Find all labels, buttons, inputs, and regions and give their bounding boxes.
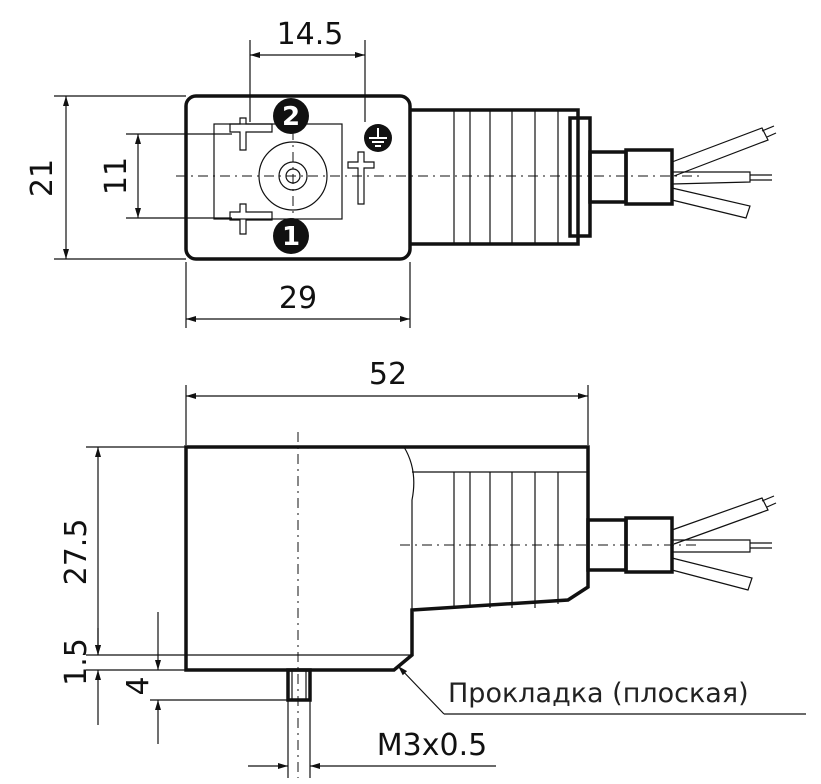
- dimension-length-side-label: 52: [369, 357, 407, 392]
- ground-icon: [364, 124, 392, 152]
- contact-block: [213, 123, 343, 220]
- dimension-pin-vertical: 11: [99, 133, 232, 219]
- fixing-screw: [286, 668, 312, 702]
- gasket-label: Прокладка (плоская): [448, 678, 749, 709]
- dimension-gasket-thickness-label: 1.5: [59, 638, 94, 686]
- dimension-length-side: 52: [185, 357, 589, 445]
- top-view: 2 1 14.5 21 11: [25, 17, 777, 328]
- pin-contact-1: [229, 203, 273, 235]
- pin-2-label: 2: [282, 102, 300, 132]
- body-edge-curve: [403, 446, 415, 610]
- gasket-leader: Прокладка (плоская): [397, 665, 806, 715]
- cable-gland-side: [412, 471, 628, 608]
- pin-1-label: 1: [282, 222, 300, 252]
- dimension-pin-vertical-label: 11: [99, 157, 134, 195]
- dimension-gasket-thickness: 1.5: [59, 628, 186, 725]
- side-view: 52 27.5 1.5 4 M3x0.5: [59, 357, 806, 778]
- cable-top: [624, 125, 777, 219]
- connector-body-top: [184, 94, 412, 261]
- pin-1-marker: 1: [273, 218, 309, 254]
- dimension-height-top: 21: [25, 95, 186, 260]
- pin-2-marker: 2: [273, 98, 309, 134]
- ground-contact: [347, 151, 375, 205]
- connector-body-side: [184, 445, 590, 672]
- dimension-width-top-label: 29: [279, 281, 317, 316]
- dimension-pin-spacing-label: 14.5: [277, 17, 344, 52]
- dimension-width-top: 29: [185, 262, 411, 328]
- dimension-pin-spacing: 14.5: [249, 17, 366, 122]
- dimension-screw-thread: M3x0.5: [248, 700, 496, 778]
- dimension-screw-offset: 4: [121, 612, 288, 744]
- dimension-screw-thread-label: M3x0.5: [377, 728, 487, 763]
- cable-side: [624, 495, 777, 591]
- dimension-height-side: 27.5: [59, 446, 186, 656]
- dimension-screw-offset-label: 4: [121, 676, 156, 695]
- dimension-height-side-label: 27.5: [59, 519, 94, 586]
- pin-contact-2: [229, 117, 273, 151]
- dimension-height-top-label: 21: [25, 159, 60, 197]
- cable-gland-top: [410, 108, 628, 246]
